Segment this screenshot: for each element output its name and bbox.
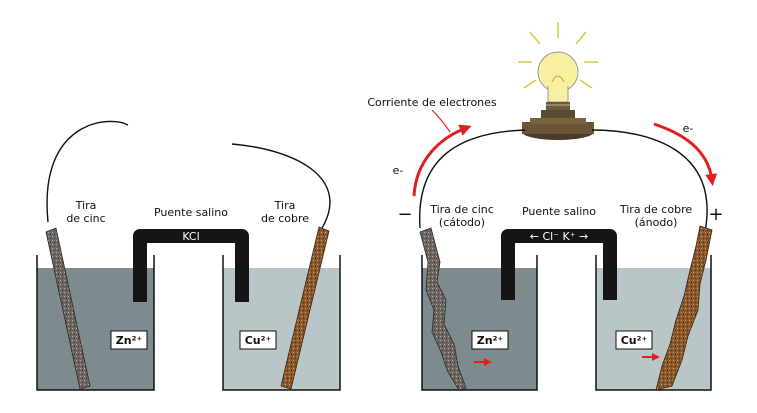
salt-bridge [133,229,249,302]
electron-left-label: e- [393,164,404,177]
zinc-strip-label-line1: Tira [75,199,97,212]
light-bulb-icon [518,22,598,140]
copper-anode-label-line2: (ánodo) [635,216,678,229]
right-wire [419,129,526,229]
copper-strip-label-line2: de cobre [261,212,309,225]
minus-terminal: − [397,204,412,225]
salt-bridge-right-label: Puente salino [522,205,596,218]
plus-terminal: + [708,204,723,225]
svg-text:Cu²⁺: Cu²⁺ [621,334,648,347]
zinc-strip [45,227,91,390]
current-arrow-left [412,124,472,197]
svg-text:Cu²⁺: Cu²⁺ [245,334,272,347]
zinc-cathode-label-line2: (cátodo) [439,216,485,229]
zinc-cathode-label-line1: Tira de cinc [429,203,494,216]
svg-text:Zn²⁺: Zn²⁺ [477,334,504,347]
salt-bridge-formula: KCl [182,230,199,243]
copper-strip-label-line1: Tira [274,199,296,212]
copper-strip-right [655,225,713,391]
zinc-strip-label-line2: de cinc [66,212,105,225]
copper-ion-tag-right: Cu²⁺ [615,330,653,350]
left-wire-right [231,143,331,229]
left-cell: KCl Tira de cinc Puente salino Tira de c… [36,120,341,391]
zinc-ion-tag: Zn²⁺ [110,330,148,350]
right-cell: Corriente de electrones e- e- − + ← Cl⁻ … [367,22,724,391]
copper-anode-label-line1: Tira de cobre [619,203,692,216]
right-wire-2 [591,129,708,233]
copper-ion-tag: Cu²⁺ [239,330,277,350]
salt-bridge-right [501,229,617,300]
salt-bridge-ions: ← Cl⁻ K⁺ → [530,230,589,243]
current-label-pointer [431,109,451,133]
electron-right-label: e- [683,122,694,135]
current-arrow-right [653,122,718,186]
zinc-strip-right [419,227,467,391]
left-wire [46,120,129,223]
copper-strip [280,226,330,390]
svg-text:Zn²⁺: Zn²⁺ [116,334,143,347]
current-label: Corriente de electrones [367,96,497,109]
zinc-ion-tag-right: Zn²⁺ [471,330,509,350]
salt-bridge-label: Puente salino [154,206,228,219]
